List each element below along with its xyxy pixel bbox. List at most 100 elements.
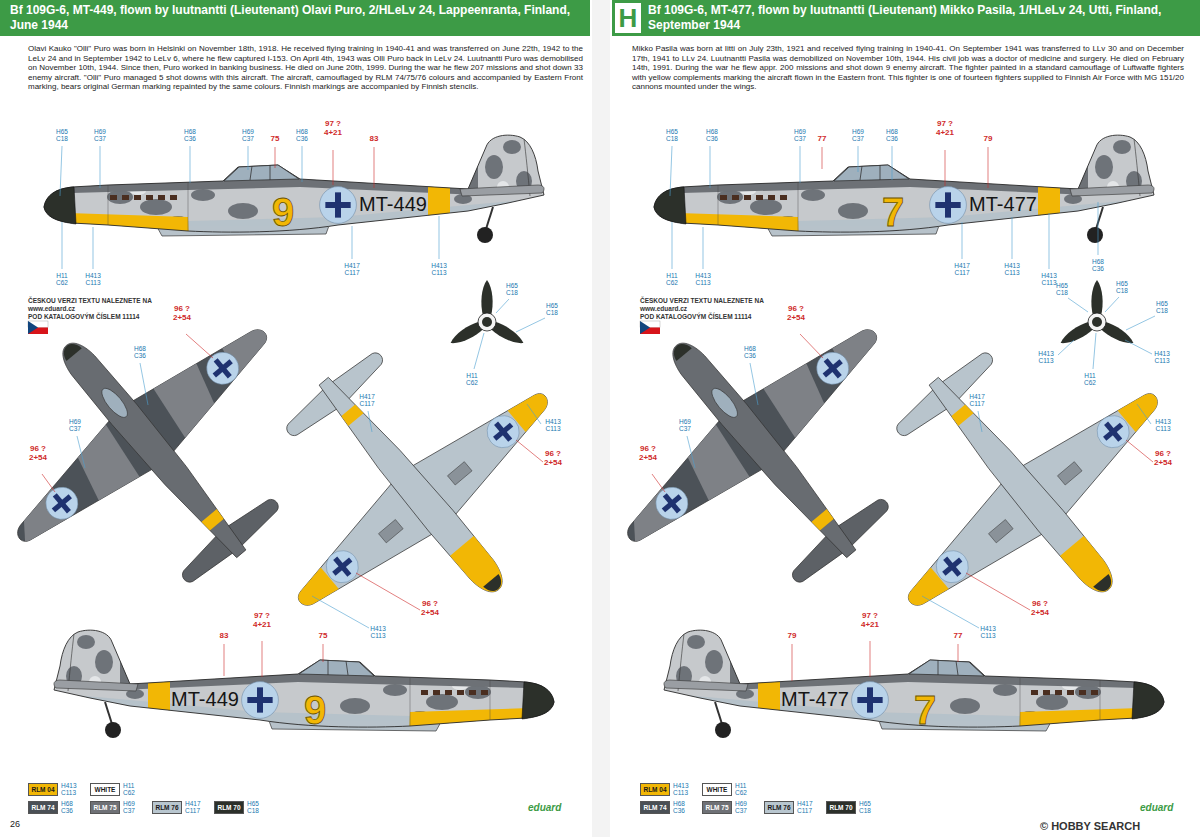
paint-callout: H417 C117 bbox=[954, 262, 970, 276]
paint-code: H65 C18 bbox=[859, 800, 871, 814]
registration-marking: MT-477 bbox=[969, 193, 1037, 215]
color-swatch: RLM 76 bbox=[152, 801, 182, 814]
czech-flag bbox=[28, 321, 48, 334]
title-band: Bf 109G-6, MT-477, flown by luutnantti (… bbox=[612, 0, 1200, 36]
paint-callout: H413 C113 bbox=[1155, 418, 1171, 432]
paint-callout: H68 C36 bbox=[184, 128, 196, 142]
color-swatch: RLM 75 bbox=[702, 801, 732, 814]
legend-text: RLM 74 bbox=[643, 804, 666, 811]
decal-callout: 96 ? 2+54 bbox=[1031, 600, 1049, 618]
color-swatch: WHITE bbox=[702, 783, 732, 796]
czech-note: POD KATALOGOVÝM ČÍSLEM 11114 bbox=[28, 313, 139, 320]
color-swatch: RLM 74 bbox=[28, 801, 58, 814]
propeller bbox=[448, 280, 526, 348]
paint-code: H417 C117 bbox=[185, 800, 201, 814]
title-band: Bf 109G-6, MT-449, flown by luutnantti (… bbox=[0, 0, 590, 36]
legend-text: RLM 75 bbox=[705, 804, 728, 811]
legend-text: RLM 70 bbox=[217, 804, 240, 811]
decal-callout: 77 bbox=[954, 632, 963, 641]
paint-callout: H68 C36 bbox=[744, 345, 756, 359]
legend-text: RLM 76 bbox=[155, 804, 178, 811]
paint-callout: H69 C37 bbox=[679, 418, 691, 432]
legend-text: RLM 70 bbox=[829, 804, 852, 811]
paint-callout: H11 C62 bbox=[466, 372, 478, 386]
decal-callout: 96 ? 2+54 bbox=[173, 305, 191, 323]
decal-callout: 83 bbox=[220, 632, 229, 641]
paint-callout: H65 C18 bbox=[1056, 282, 1068, 296]
legend-text: RLM 75 bbox=[93, 804, 116, 811]
paint-code: H68 C36 bbox=[61, 800, 73, 814]
paint-callout: H413 C113 bbox=[1038, 350, 1054, 364]
paint-code: H413 C113 bbox=[673, 782, 689, 796]
decal-callout: 75 bbox=[319, 632, 328, 641]
aircraft-number: 9 bbox=[272, 188, 294, 236]
czech-note: www.eduard.cz bbox=[28, 305, 75, 312]
paint-code: H417 C117 bbox=[797, 800, 813, 814]
node-text: Bf 109G-6, MT-477, flown by luutnantti (… bbox=[648, 3, 1192, 33]
aircraft-number: 7 bbox=[914, 686, 936, 734]
decal-callout: 79 bbox=[788, 632, 797, 641]
bottom-view bbox=[794, 264, 1200, 710]
czech-note: ČESKOU VERZI TEXTU NALEZNETE NA bbox=[28, 297, 152, 304]
side-view bbox=[38, 125, 558, 265]
aircraft-number: 7 bbox=[882, 188, 904, 236]
paint-callout: H65 C18 bbox=[1156, 300, 1168, 314]
node-text: H bbox=[619, 5, 638, 31]
side-view bbox=[650, 620, 1170, 760]
paint-code: H69 C37 bbox=[735, 800, 747, 814]
decal-callout: 96 ? 2+54 bbox=[639, 445, 657, 463]
legend-text: WHITE bbox=[95, 786, 116, 793]
side-view bbox=[648, 125, 1168, 265]
paint-code: H68 C36 bbox=[673, 800, 685, 814]
decal-callout: 97 ? 4+21 bbox=[324, 120, 342, 138]
decal-callout: 79 bbox=[984, 135, 993, 144]
paint-callout: H69 C37 bbox=[852, 128, 864, 142]
registration-marking: MT-477 bbox=[781, 688, 849, 710]
paint-code: H11 C62 bbox=[735, 782, 747, 796]
decal-callout: 83 bbox=[370, 135, 379, 144]
letter-box: H bbox=[615, 3, 641, 33]
paint-callout: H413 C113 bbox=[1154, 350, 1170, 364]
paint-callout: H11 C62 bbox=[56, 272, 68, 286]
paint-callout: H413 C113 bbox=[545, 418, 561, 432]
decal-callout: 96 ? 2+54 bbox=[29, 445, 47, 463]
paint-callout: H11 C62 bbox=[1084, 372, 1096, 386]
history-paragraph: Olavi Kauko "Olli" Puro was born in Hels… bbox=[28, 44, 583, 92]
paint-callout: H413 C113 bbox=[980, 625, 996, 639]
paint-callout: H413 C113 bbox=[370, 625, 386, 639]
legend-text: RLM 04 bbox=[31, 786, 54, 793]
color-swatch: RLM 70 bbox=[826, 801, 856, 814]
paint-callout: H68 C36 bbox=[296, 128, 308, 142]
legend-text: RLM 74 bbox=[31, 804, 54, 811]
color-swatch: RLM 04 bbox=[28, 783, 58, 796]
watermark: © HOBBY SEARCH bbox=[1040, 820, 1140, 832]
paint-callout: H413 C113 bbox=[85, 272, 101, 286]
color-swatch: RLM 74 bbox=[640, 801, 670, 814]
decal-callout: 96 ? 2+54 bbox=[1154, 450, 1172, 468]
registration-marking: MT-449 bbox=[359, 193, 427, 215]
paint-callout: H65 C18 bbox=[1116, 280, 1128, 294]
paint-callout: H417 C117 bbox=[344, 262, 360, 276]
paint-callout: H69 C37 bbox=[794, 128, 806, 142]
decal-callout: 96 ? 2+54 bbox=[787, 305, 805, 323]
paint-callout: H11 C62 bbox=[666, 272, 678, 286]
paint-callout: H413 C113 bbox=[431, 262, 447, 276]
paint-callout: H65 C18 bbox=[546, 302, 558, 316]
paint-callout: H65 C18 bbox=[56, 128, 68, 142]
decal-callout: 75 bbox=[271, 135, 280, 144]
czech-note: www.eduard.cz bbox=[640, 305, 687, 312]
paint-code: H413 C113 bbox=[61, 782, 77, 796]
decal-callout: 96 ? 2+54 bbox=[421, 600, 439, 618]
brand-logo: eduard bbox=[528, 802, 561, 813]
czech-note: ČESKOU VERZI TEXTU NALEZNETE NA bbox=[640, 297, 764, 304]
decal-callout: 97 ? 4+21 bbox=[861, 612, 879, 630]
paint-callout: H68 C36 bbox=[1092, 258, 1104, 272]
side-view bbox=[40, 620, 560, 760]
color-swatch: RLM 75 bbox=[90, 801, 120, 814]
decal-callout: 96 ? 2+54 bbox=[544, 450, 562, 468]
legend-text: RLM 76 bbox=[767, 804, 790, 811]
propeller bbox=[1058, 280, 1136, 348]
decal-callout: 77 bbox=[818, 135, 827, 144]
